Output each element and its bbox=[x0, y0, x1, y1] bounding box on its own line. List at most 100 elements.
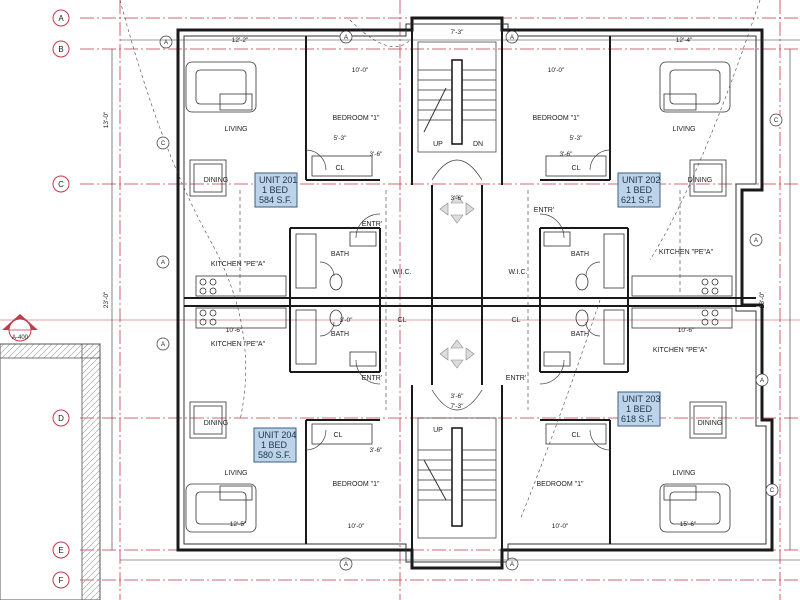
room-bedroom-202: BEDROOM "1" bbox=[533, 115, 580, 122]
interior-walls bbox=[184, 24, 756, 562]
dimension-lines bbox=[111, 39, 800, 561]
room-closet-202: CL bbox=[572, 165, 581, 172]
section-marker-label: A-400 bbox=[12, 335, 29, 341]
grid-bubble-A bbox=[52, 9, 70, 27]
unit-201-beds: 1 BED bbox=[262, 185, 289, 195]
room-kitchen-201: KITCHEN "PE"A" bbox=[211, 261, 266, 268]
dim-door-204: 3'-6" bbox=[370, 447, 384, 454]
stair-up-label-bottom: UP bbox=[433, 427, 443, 434]
dim-top-right: 12'-4" bbox=[676, 37, 693, 44]
dim-door-corr-t: 3'-6" bbox=[451, 195, 465, 202]
unit-203-area: 618 S.F. bbox=[621, 414, 654, 424]
room-living-201: LIVING bbox=[225, 126, 248, 133]
dim-door-202: 3'-6" bbox=[560, 151, 574, 158]
unit-tag-204[interactable]: UNIT 204 1 BED 580 S.F. bbox=[253, 427, 297, 463]
unit-203-name: UNIT 203 bbox=[622, 394, 660, 404]
stair-top bbox=[417, 41, 497, 181]
room-bath-202: BATH bbox=[571, 251, 589, 258]
grid-bubble-F bbox=[52, 571, 70, 589]
svg-text:A: A bbox=[161, 342, 165, 348]
dim-bay-left: 10'-6" bbox=[226, 327, 243, 334]
grid-label-B: B bbox=[58, 45, 63, 54]
svg-text:A: A bbox=[161, 260, 165, 266]
svg-text:C: C bbox=[161, 141, 166, 147]
kitchen-counters bbox=[195, 275, 733, 329]
dim-stair-top: 7'-3" bbox=[451, 29, 465, 36]
dim-col-left: 13'-0" bbox=[103, 111, 110, 128]
exterior-walls bbox=[176, 16, 774, 570]
room-wic-202: W.I.C. bbox=[508, 269, 527, 276]
grid-label-E: E bbox=[58, 546, 63, 555]
room-kitchen-203: KITCHEN "PE"A" bbox=[653, 347, 708, 354]
unit-202-area: 621 S.F. bbox=[621, 195, 654, 205]
svg-text:A: A bbox=[164, 40, 168, 46]
grid-bubble-C bbox=[52, 175, 70, 193]
unit-204-area: 580 S.F. bbox=[258, 450, 291, 460]
svg-text:A: A bbox=[754, 238, 758, 244]
room-bath-204: BATH bbox=[331, 331, 349, 338]
unit-204-beds: 1 BED bbox=[261, 440, 288, 450]
room-living-202: LIVING bbox=[673, 126, 696, 133]
grid-bubbles bbox=[52, 9, 70, 589]
svg-text:C: C bbox=[770, 488, 775, 494]
dim-bottom-left: 12'-5" bbox=[230, 521, 247, 528]
corridor-fixtures bbox=[439, 194, 475, 369]
room-entry-201: ENTR' bbox=[362, 221, 382, 228]
bath-fixtures bbox=[295, 231, 625, 367]
dim-stair-bottom: 7'-3" bbox=[451, 403, 465, 410]
room-entry-204: ENTR' bbox=[362, 375, 382, 382]
unit-tag-202[interactable]: UNIT 202 1 BED 621 S.F. bbox=[617, 172, 661, 208]
grid-bubble-E bbox=[52, 541, 70, 559]
room-bath-203: BATH bbox=[571, 331, 589, 338]
room-closet-corridor-r: CL bbox=[512, 317, 521, 324]
dim-door-corr-b: 3'-6" bbox=[451, 393, 465, 400]
grid-label-C: C bbox=[58, 180, 64, 189]
stair-dn-label-top: DN bbox=[473, 141, 483, 148]
room-closet-204: CL bbox=[334, 432, 343, 439]
dim-bed-204: 10'-0" bbox=[348, 523, 365, 530]
corridor-lines bbox=[239, 190, 681, 410]
svg-text:A: A bbox=[760, 378, 764, 384]
adjacent-structure bbox=[0, 343, 101, 600]
room-closet-corridor-l: CL bbox=[398, 317, 407, 324]
svg-text:A: A bbox=[510, 35, 514, 41]
grid-bubble-B bbox=[52, 40, 70, 58]
unit-tag-203[interactable]: UNIT 203 1 BED 618 S.F. bbox=[617, 391, 661, 427]
room-kitchen-204: KITCHEN "PE"A" bbox=[211, 341, 266, 348]
unit-202-name: UNIT 202 bbox=[622, 175, 660, 185]
dim-door-l: 3'-0" bbox=[340, 317, 354, 324]
room-living-204: LIVING bbox=[225, 470, 248, 477]
room-wic-201: W.I.C. bbox=[392, 269, 411, 276]
unit-204-name: UNIT 204 bbox=[258, 430, 296, 440]
room-closet-201: CL bbox=[336, 165, 345, 172]
keynote-tags bbox=[156, 30, 783, 571]
dim-overall-left: 23'-0" bbox=[103, 291, 110, 308]
unit-203-beds: 1 BED bbox=[626, 404, 653, 414]
dim-top-left: 12'-2" bbox=[232, 37, 249, 44]
unit-201-area: 584 S.F. bbox=[259, 195, 292, 205]
room-bedroom-204: BEDROOM "1" bbox=[333, 481, 380, 488]
room-entry-202: ENTR' bbox=[534, 207, 554, 214]
svg-text:A: A bbox=[344, 562, 348, 568]
room-bedroom-203: BEDROOM "1" bbox=[537, 481, 584, 488]
dim-core-201: 5'-3" bbox=[334, 135, 348, 142]
grid-label-A: A bbox=[58, 14, 64, 23]
unit-201-name: UNIT 201 bbox=[259, 175, 297, 185]
room-entry-203: ENTR' bbox=[506, 375, 526, 382]
unit-tag-201[interactable]: UNIT 201 1 BED 584 S.F. bbox=[254, 172, 298, 208]
room-dining-202: DINING bbox=[688, 177, 713, 184]
closets bbox=[311, 155, 607, 445]
dim-bed-203: 10'-0" bbox=[552, 523, 569, 530]
dim-overall-right: 23'-0" bbox=[759, 291, 766, 308]
annotation-leaders bbox=[119, 0, 761, 521]
svg-text:A: A bbox=[510, 562, 514, 568]
room-dining-203: DINING bbox=[698, 420, 723, 427]
dim-core-202: 5'-3" bbox=[570, 135, 584, 142]
furniture bbox=[185, 61, 731, 533]
exterior-walls-inner bbox=[183, 23, 767, 563]
dim-bay-right: 10'-6" bbox=[678, 327, 695, 334]
svg-text:C: C bbox=[774, 118, 779, 124]
